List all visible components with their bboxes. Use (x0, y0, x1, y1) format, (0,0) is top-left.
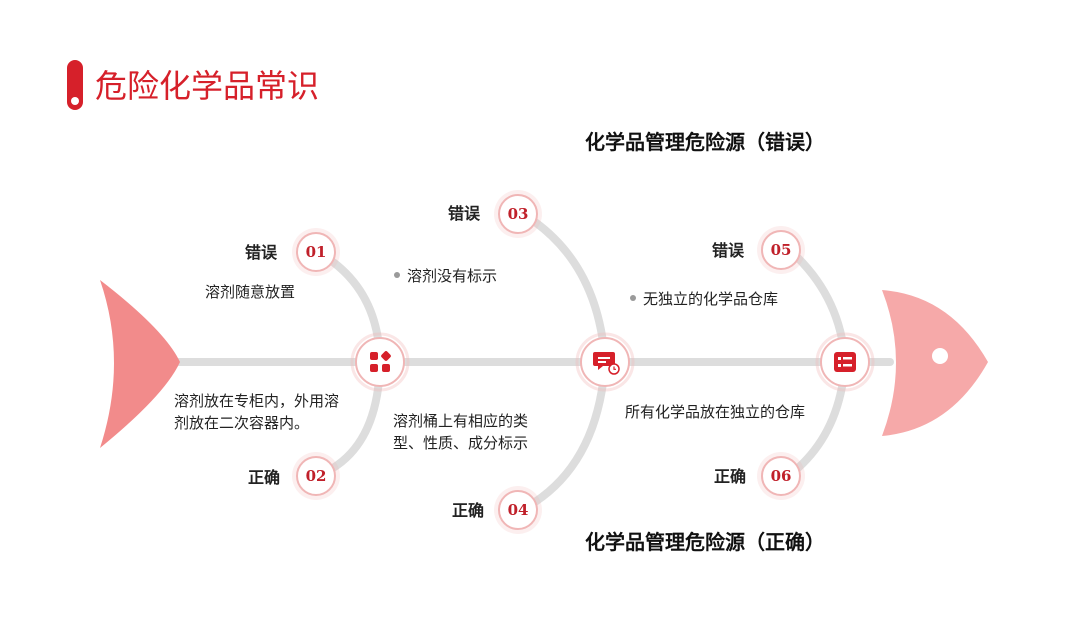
number-badge-06: 06 (761, 456, 801, 496)
number-badge-03: 03 (498, 194, 538, 234)
tag-05: 错误 (712, 241, 745, 260)
title-accent-bar (67, 60, 83, 110)
text-03: 溶剂没有标示 (394, 265, 497, 287)
tag-06: 正确 (714, 467, 747, 486)
number-badge-02: 02 (296, 456, 336, 496)
text-06: 所有化学品放在独立的仓库 (625, 403, 806, 421)
tag-04: 正确 (452, 501, 485, 520)
bone-03 (531, 218, 609, 364)
tag-03: 错误 (448, 204, 481, 223)
text-05: 无独立的化学品仓库 (630, 288, 778, 310)
page-title: 危险化学品常识 (95, 67, 320, 105)
heading-correct: 化学品管理危险源（正确） (585, 530, 825, 554)
chat-clock-icon (575, 332, 635, 392)
fish-eye (932, 348, 948, 364)
number-badge-01: 01 (296, 232, 336, 272)
checklist-icon (815, 332, 875, 392)
tag-02: 正确 (248, 468, 281, 487)
heading-error: 化学品管理危险源（错误） (585, 130, 825, 154)
text-02: 溶剂放在专柜内，外用溶剂放在二次容器内。 (174, 392, 340, 432)
number-badge-05: 05 (761, 230, 801, 270)
number-badge-04: 04 (498, 490, 538, 530)
fish-head (882, 290, 988, 436)
text-04: 溶剂桶上有相应的类型、性质、成分标示 (393, 412, 529, 452)
fish-tail (100, 280, 180, 448)
text-01: 溶剂随意放置 (205, 283, 296, 301)
grid-apps-icon (350, 332, 410, 392)
tag-01: 错误 (245, 243, 278, 262)
